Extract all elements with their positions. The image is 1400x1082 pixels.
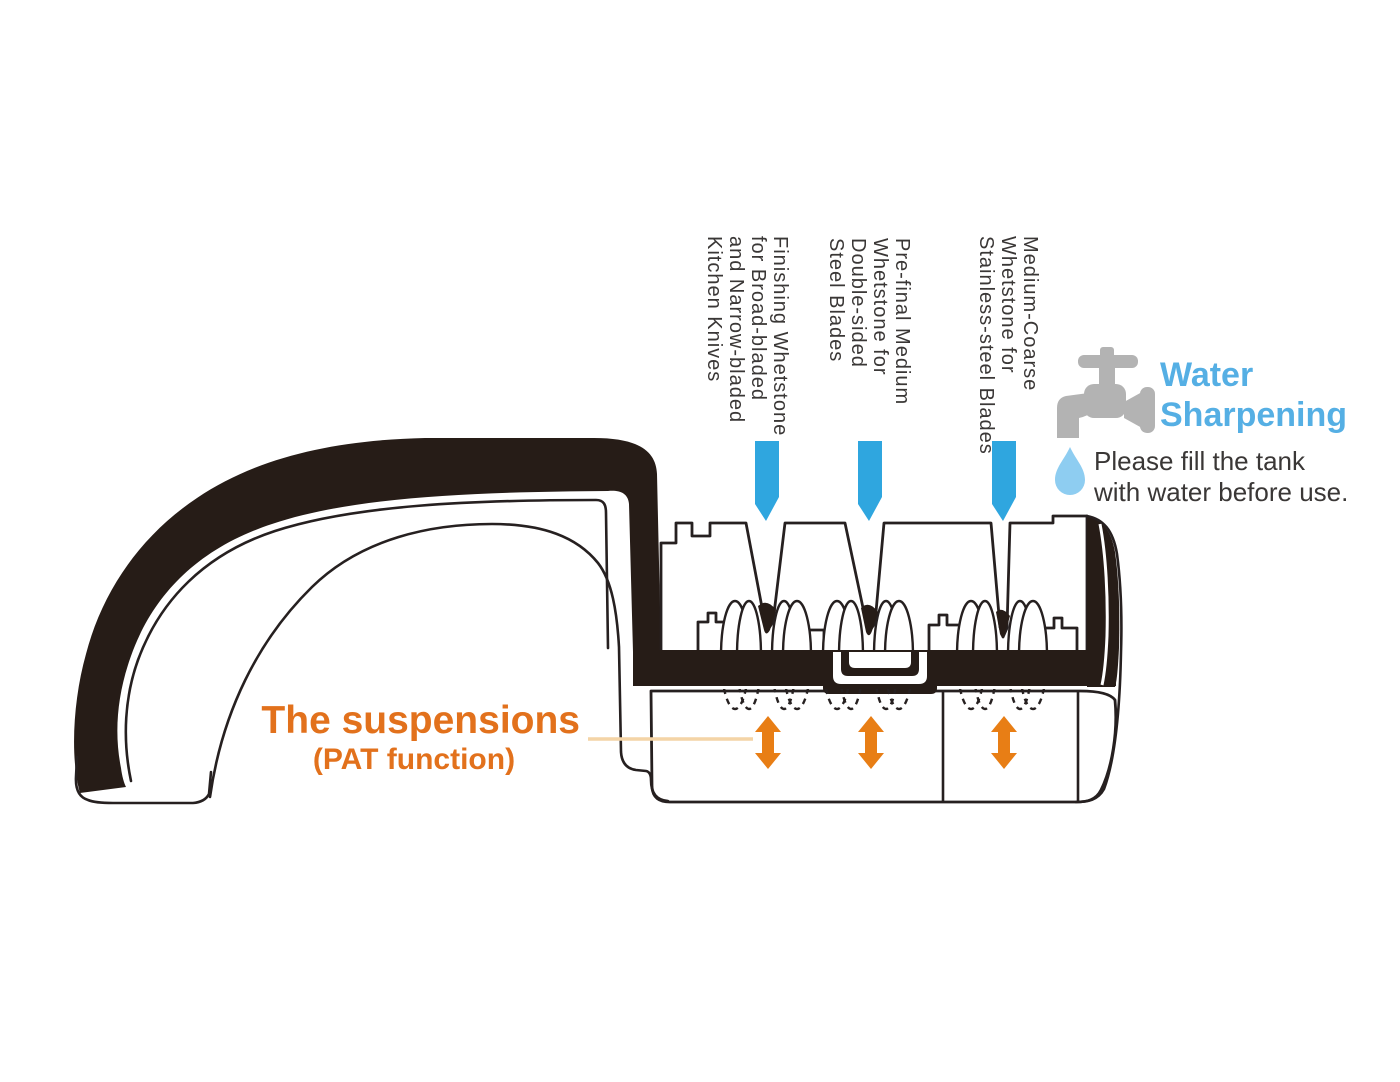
right-end-cap bbox=[1074, 514, 1123, 804]
water-sharpening-heading: Water Sharpening bbox=[1160, 355, 1347, 435]
up-down-arrow-icon bbox=[755, 716, 1017, 769]
blade-tips bbox=[758, 602, 1010, 638]
label-line: Finishing Whetstone bbox=[769, 236, 791, 437]
label-line: for Broad-bladed bbox=[747, 236, 769, 401]
label-finishing-whetstone: Finishing Whetstone for Broad-bladed and… bbox=[703, 236, 791, 436]
label-line: Stainless-steel Blades bbox=[975, 236, 997, 455]
faucet-icon bbox=[1057, 347, 1155, 438]
whetstone-wheels bbox=[719, 599, 1049, 652]
water-sharpening-note: Please fill the tank with water before u… bbox=[1094, 446, 1348, 508]
label-line: Whetstone for bbox=[997, 236, 1019, 374]
down-arrow-icon bbox=[755, 441, 1016, 521]
suspensions-title: The suspensions bbox=[261, 699, 580, 742]
label-line: Double-sided bbox=[847, 238, 869, 368]
suspensions-caption: The suspensions (PAT function) bbox=[248, 700, 580, 777]
water-sharpening-heading-line: Sharpening bbox=[1160, 396, 1348, 434]
label-line: and Narrow-bladed bbox=[725, 236, 747, 424]
label-line: Pre-final Medium bbox=[891, 238, 913, 406]
label-line: Kitchen Knives bbox=[703, 236, 725, 383]
label-line: Medium-Coarse bbox=[1019, 236, 1041, 392]
water-sharpening-note-line: Please fill the tank bbox=[1094, 446, 1306, 476]
label-line: Steel Blades bbox=[825, 238, 847, 363]
sharpener-handle bbox=[74, 438, 670, 805]
water-sharpening-note-line: with water before use. bbox=[1094, 477, 1349, 507]
water-drop-icon bbox=[1055, 447, 1085, 495]
suspensions-subtitle: (PAT function) bbox=[312, 743, 516, 776]
suspension-wheel-bottoms bbox=[722, 689, 1046, 711]
water-sharpening-heading-line: Water bbox=[1160, 356, 1254, 394]
housing-floor bbox=[633, 650, 1116, 694]
label-line: Whetstone for bbox=[869, 238, 891, 376]
label-medium-coarse-whetstone: Medium-Coarse Whetstone for Stainless-st… bbox=[975, 236, 1041, 455]
label-prefinal-whetstone: Pre-final Medium Whetstone for Double-si… bbox=[825, 238, 913, 405]
